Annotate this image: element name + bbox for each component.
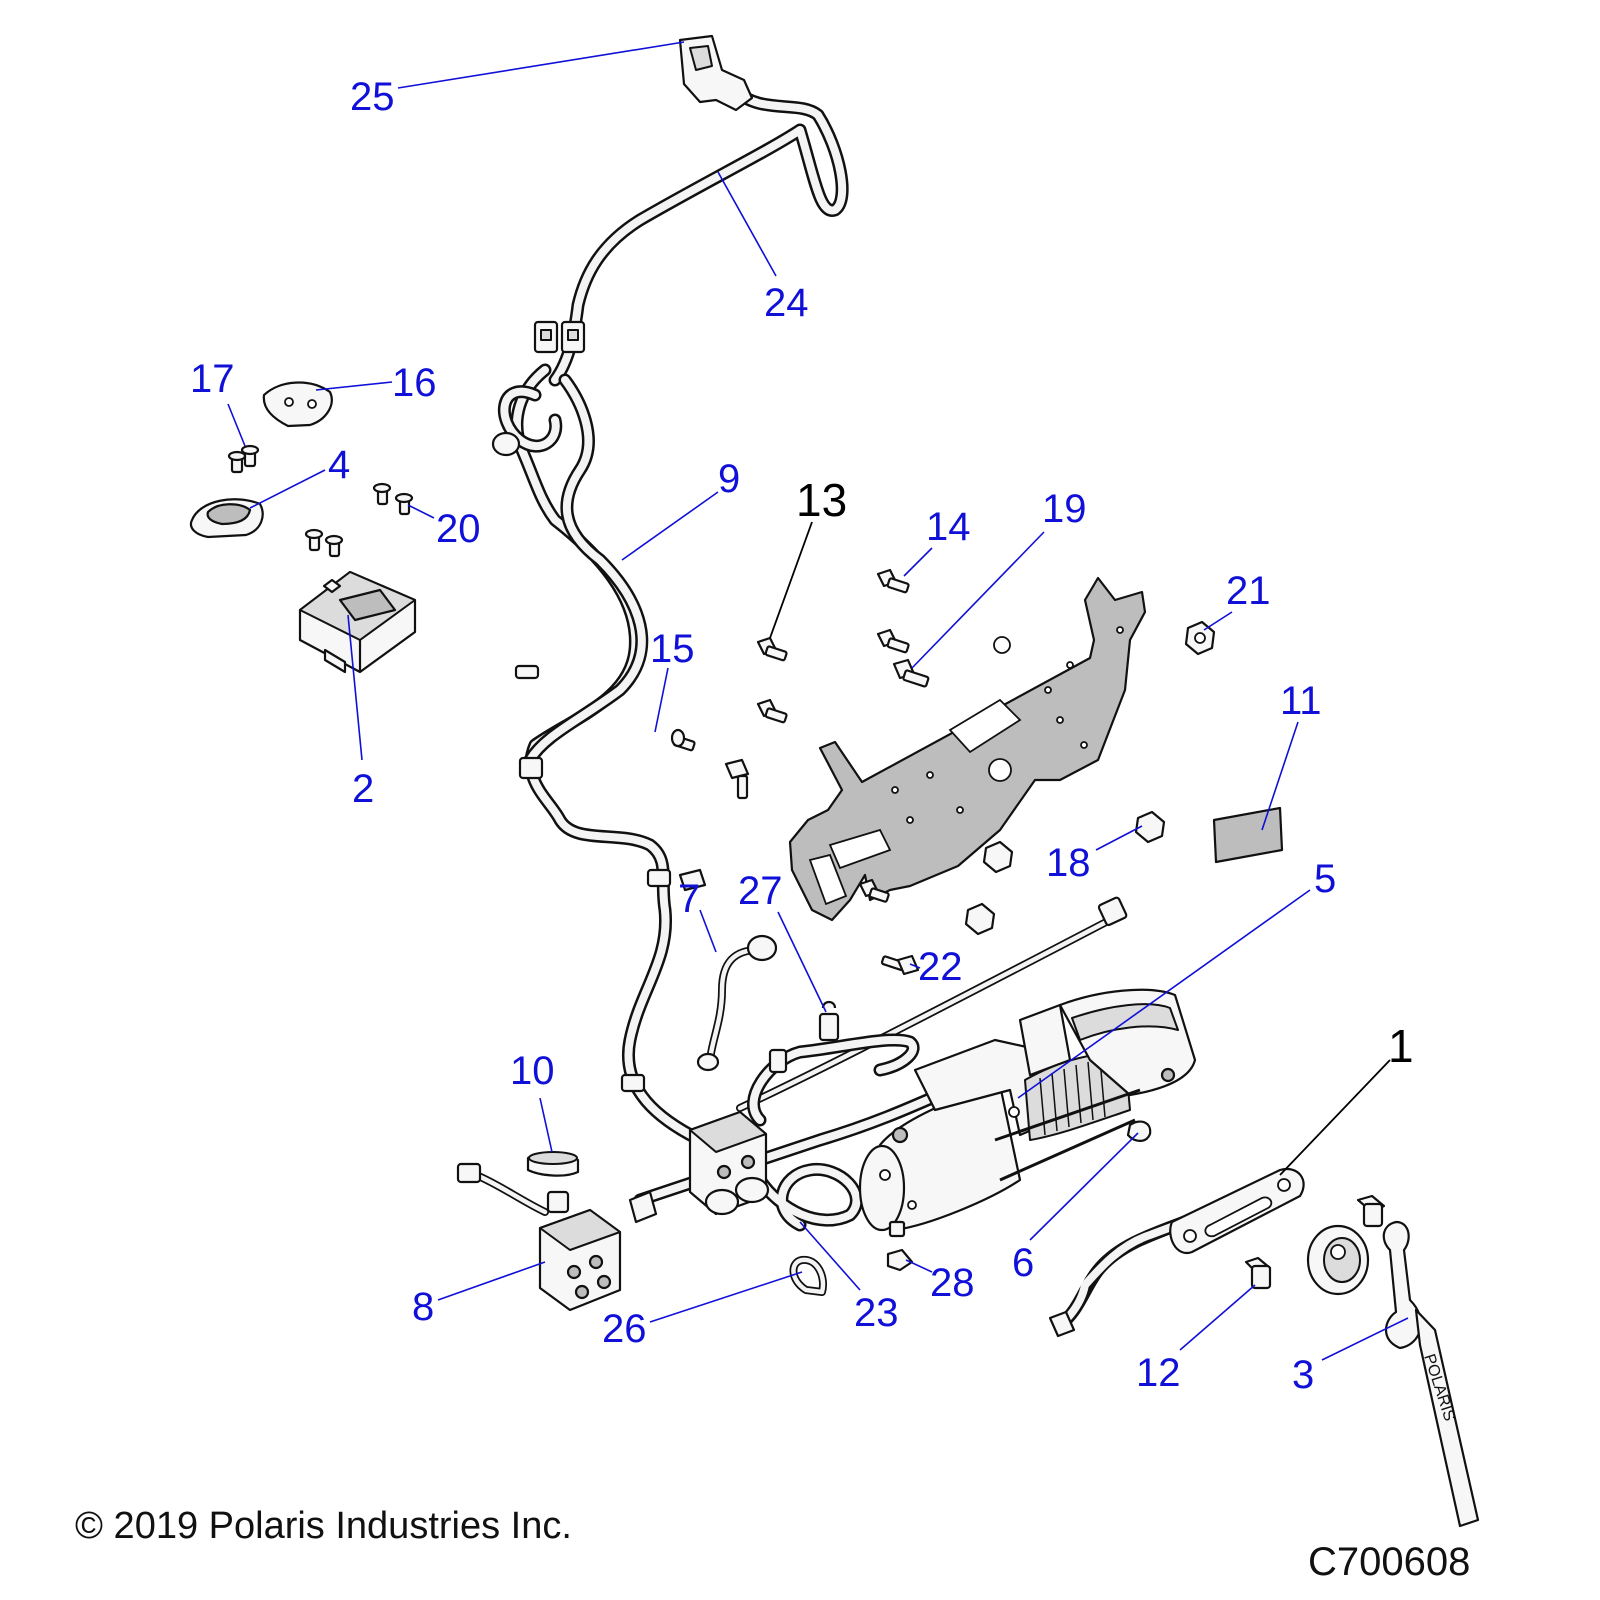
- leader-9: [621, 491, 719, 561]
- callout-23: 23: [854, 1291, 899, 1335]
- bolt-22: [880, 954, 920, 976]
- winch-5: [858, 988, 1197, 1238]
- leader-13: [769, 521, 813, 639]
- cable-assembly-23: [628, 896, 1128, 1232]
- leader-3: [1321, 1317, 1409, 1361]
- leader-28: [905, 1259, 933, 1273]
- hook-3: POLARIS: [1382, 1220, 1480, 1528]
- leader-4: [249, 469, 326, 509]
- callout-3: 3: [1292, 1353, 1314, 1397]
- leader-5: [1017, 889, 1311, 1099]
- leader-2: [347, 614, 363, 761]
- leader-19: [911, 531, 1045, 669]
- callout-7: 7: [678, 877, 700, 921]
- callout-21: 21: [1226, 569, 1271, 613]
- screws-20: [304, 482, 414, 558]
- leader-21: [1203, 611, 1233, 631]
- harness-clip: [518, 756, 544, 780]
- callout-20: 20: [436, 507, 481, 551]
- callout-25: 25: [350, 75, 395, 119]
- winch-drum-ribs: [1039, 1058, 1106, 1136]
- nut-21: [1184, 620, 1216, 656]
- leader-6: [1029, 1132, 1139, 1241]
- screws-17: [227, 444, 260, 474]
- bolts-12: [1244, 1194, 1386, 1290]
- terminal-boot-7: [696, 934, 778, 1072]
- callout-6: 6: [1012, 1241, 1034, 1285]
- harness-boot: [491, 431, 521, 457]
- nuts-18: [858, 810, 1166, 936]
- bracket-16: [262, 381, 333, 428]
- fairlead-1: [1048, 1167, 1305, 1338]
- bolts-13: [724, 636, 788, 800]
- callout-9: 9: [718, 457, 740, 501]
- leader-26: [649, 1271, 803, 1323]
- fuse-holder-27: [818, 1000, 840, 1042]
- leader-7: [699, 909, 717, 953]
- clip-28: [886, 1248, 914, 1272]
- callout-13: 13: [796, 474, 847, 526]
- clamp-10: [526, 1151, 580, 1177]
- callout-19: 19: [1042, 487, 1087, 531]
- leader-25: [397, 41, 685, 89]
- bolt-19: [892, 658, 930, 688]
- callout-labels: 1 2 3 4 5 6 7 8 9 10 11 12 13 14 15 16 1…: [190, 75, 1414, 1397]
- leader-22: [909, 963, 921, 969]
- callout-2: 2: [352, 767, 374, 811]
- callout-27: 27: [738, 869, 783, 913]
- callout-18: 18: [1046, 841, 1091, 885]
- callout-28: 28: [930, 1261, 975, 1305]
- callout-8: 8: [412, 1285, 434, 1329]
- copyright-notice: © 2019 Polaris Industries Inc.: [75, 1505, 572, 1547]
- leader-14: [903, 547, 933, 577]
- callout-24: 24: [764, 281, 809, 325]
- leader-15: [654, 667, 669, 733]
- rocker-switch-4: [189, 498, 264, 539]
- callout-15: 15: [650, 627, 695, 671]
- bolt-15: [670, 728, 696, 752]
- callout-4: 4: [328, 443, 350, 487]
- leader-lines: [227, 41, 1409, 1361]
- callout-5: 5: [1314, 857, 1336, 901]
- callout-11: 11: [1280, 679, 1322, 723]
- leader-17: [227, 403, 246, 447]
- harness-clip: [646, 868, 672, 888]
- wiring-harness: [491, 34, 849, 1147]
- leader-20: [407, 504, 435, 519]
- thimble: [1306, 1224, 1370, 1296]
- harness-clip: [514, 664, 540, 680]
- callout-10: 10: [510, 1049, 555, 1093]
- leader-11: [1261, 721, 1299, 831]
- callout-14: 14: [926, 505, 971, 549]
- strap-26: [789, 1255, 827, 1296]
- callout-16: 16: [392, 361, 437, 405]
- leader-24: [717, 171, 777, 277]
- leader-23: [799, 1221, 861, 1291]
- leader-16: [315, 381, 393, 391]
- leader-1: [1279, 1059, 1391, 1176]
- diagram-id: C700608: [1308, 1540, 1471, 1584]
- contactor-8: [456, 1162, 622, 1312]
- callout-22: 22: [918, 945, 963, 989]
- label-11: [1212, 806, 1284, 864]
- control-module-2: [298, 570, 417, 674]
- leader-8: [437, 1261, 546, 1301]
- callout-26: 26: [602, 1307, 647, 1351]
- harness-pin: [678, 868, 707, 892]
- mounting-plate: [788, 576, 1147, 922]
- hook-strap-text: POLARIS: [1420, 1352, 1458, 1423]
- harness-clip: [620, 1073, 646, 1093]
- callout-1: 1: [1388, 1020, 1414, 1072]
- leader-27: [777, 911, 827, 1013]
- bolts-14: [876, 568, 910, 654]
- callout-17: 17: [190, 357, 235, 401]
- leader-10: [539, 1097, 553, 1153]
- callout-12: 12: [1136, 1351, 1181, 1395]
- leader-18: [1095, 825, 1143, 851]
- leader-12: [1179, 1284, 1256, 1351]
